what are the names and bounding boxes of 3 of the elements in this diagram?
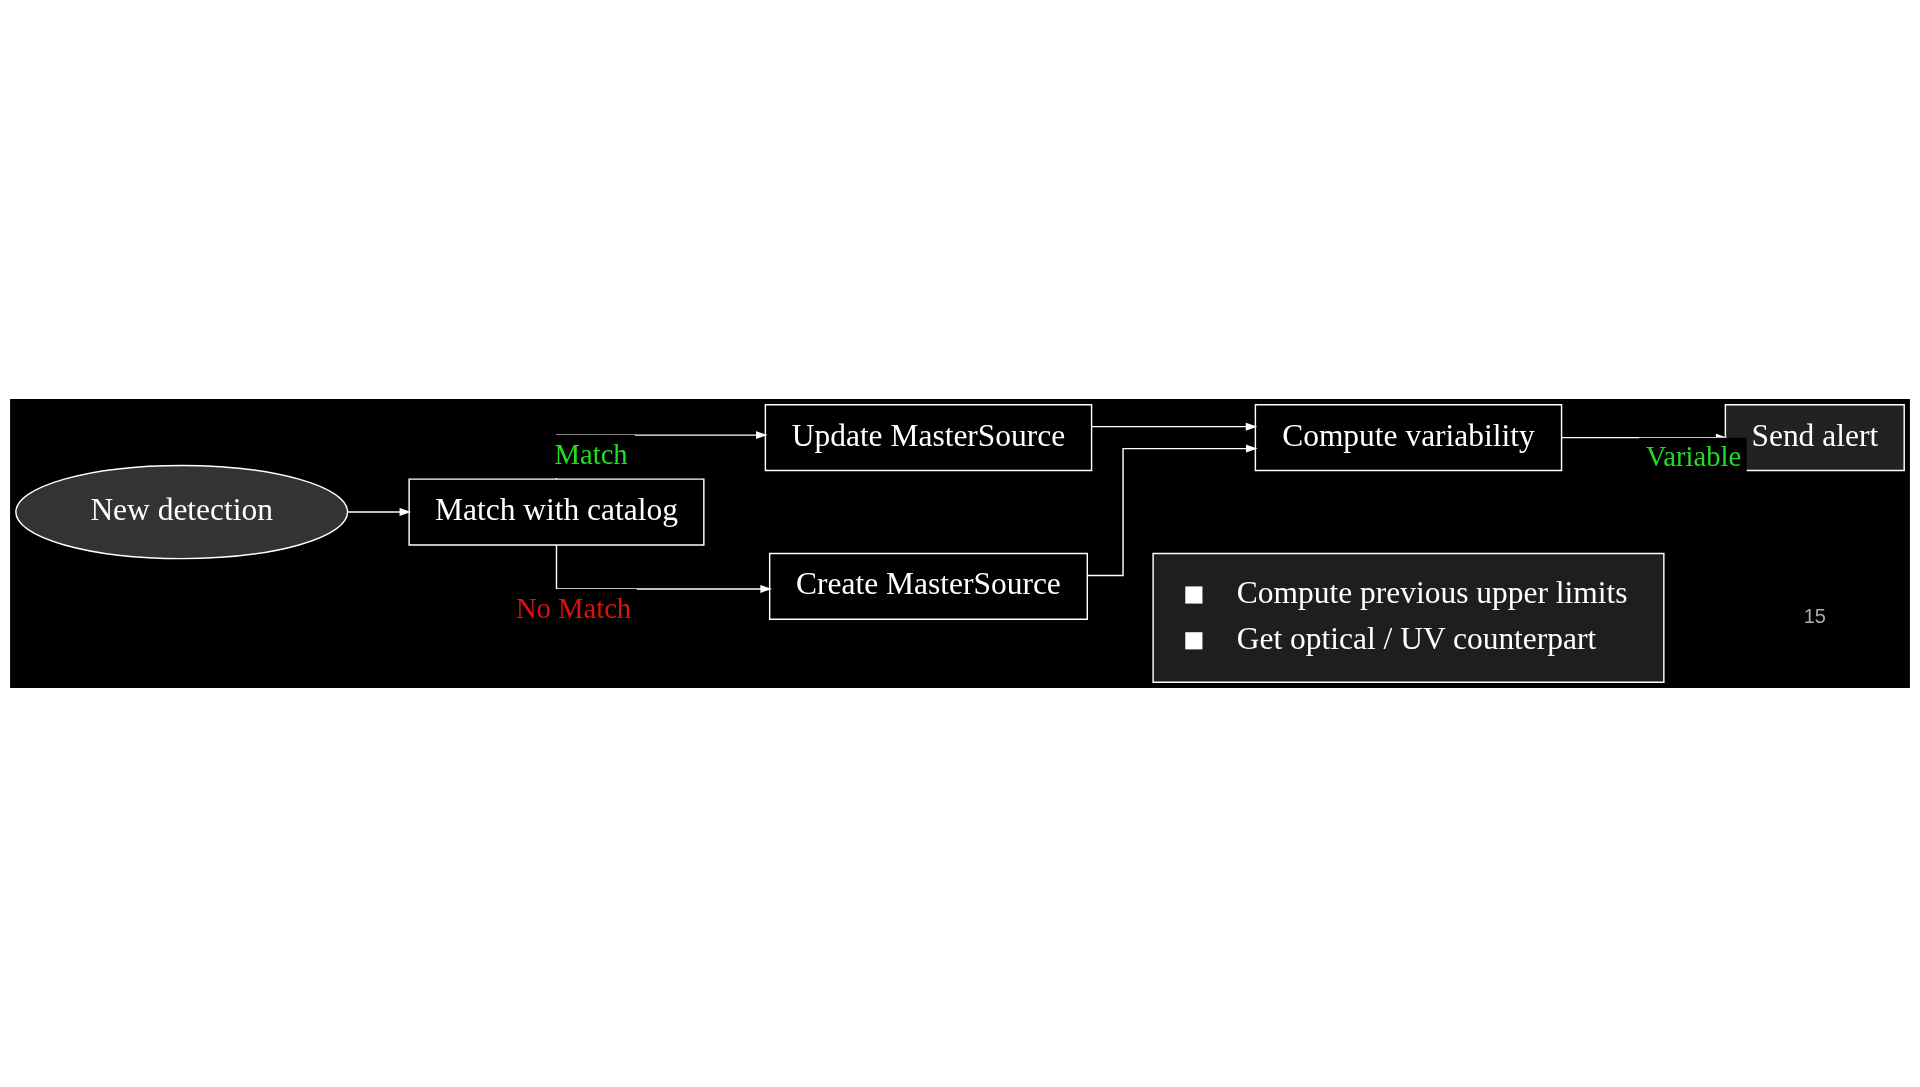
edge-label: No Match xyxy=(515,592,632,624)
edge-label: Match xyxy=(554,438,628,470)
label: 15 xyxy=(1803,605,1826,628)
